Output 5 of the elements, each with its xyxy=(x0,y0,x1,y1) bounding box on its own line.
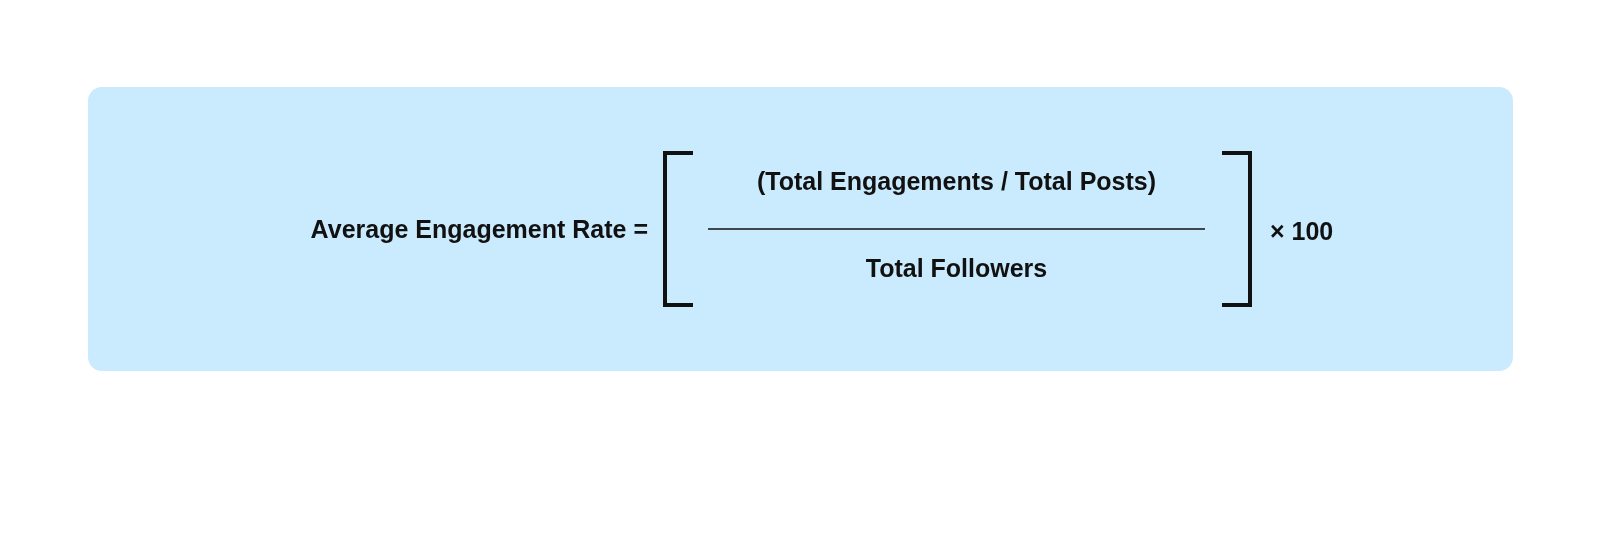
denominator-text: Total Followers xyxy=(865,254,1048,282)
numerator-text: (Total Engagements / Total Posts) xyxy=(756,167,1157,195)
formula-text: Average Engagement Rate = xyxy=(310,215,648,243)
multiplier-text: × 100 xyxy=(1270,217,1334,245)
formula-panel xyxy=(88,87,1513,371)
